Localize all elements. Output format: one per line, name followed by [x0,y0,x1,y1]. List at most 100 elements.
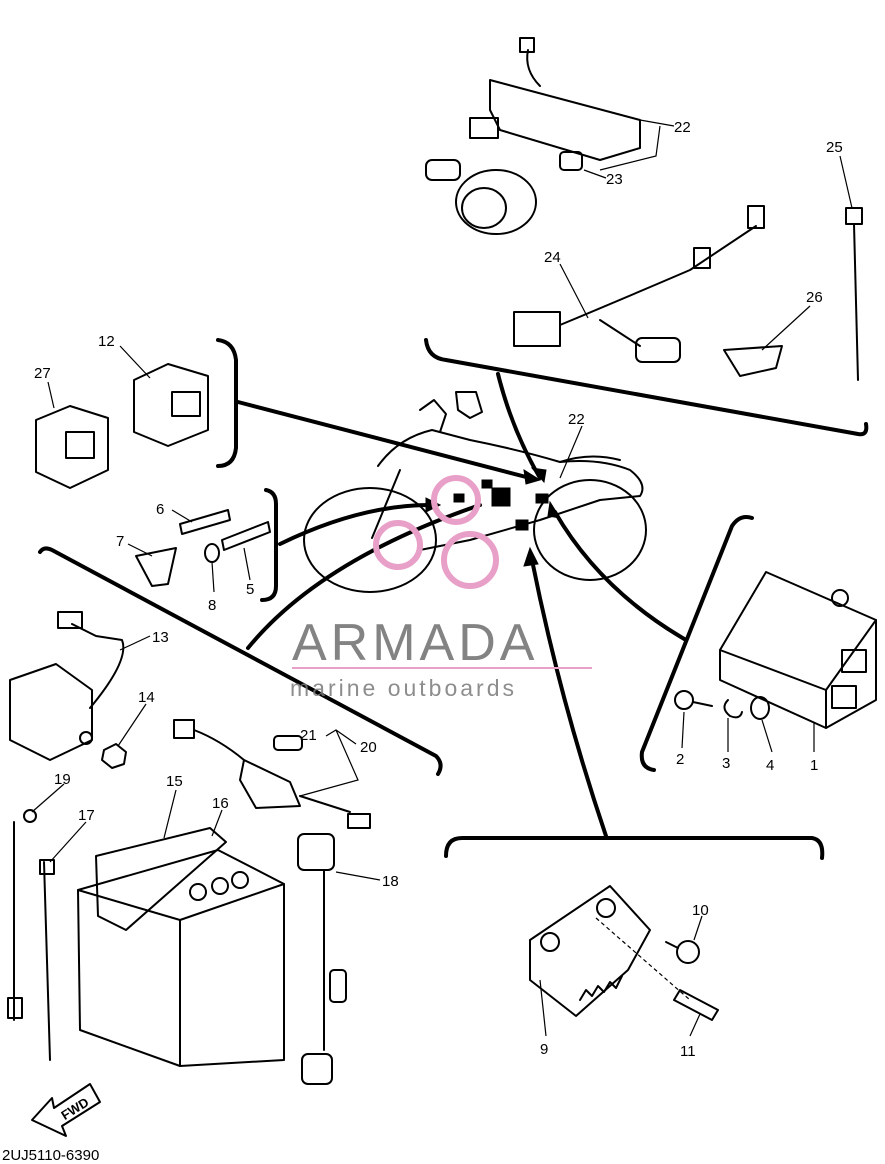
pointer-lines [236,372,688,838]
fuse-holder-18 [297,833,347,1085]
leader-6 [171,509,193,523]
leader-20-21 [299,729,359,797]
starter-relay-lead [71,623,125,709]
callout-13: 13 [152,629,169,646]
callout-12: 12 [98,333,115,350]
battery-cell-1 [189,883,207,901]
leader-9 [539,979,547,1037]
callout-4: 4 [766,757,774,774]
leader-8 [211,561,215,593]
leader-12 [119,345,151,379]
callout-10: 10 [692,902,709,919]
leader-11 [689,1013,701,1037]
motorcycle-outline [303,391,647,593]
rear-wheel [533,479,647,581]
callout-3: 3 [722,755,730,772]
coil-bracket [489,79,641,161]
battery-group-bracket [38,546,443,776]
ignition-coil-assembly [425,37,641,235]
handlebar [419,399,447,433]
battery-band-strap [95,827,227,931]
leader-17 [49,821,87,863]
harness-wire [559,225,757,326]
cable-tie-head [845,207,863,225]
marker-cdi [491,487,511,507]
callout-24: 24 [544,249,561,266]
leader-26 [761,305,811,351]
cdi-connector-b [831,685,857,709]
fuse-holder [239,759,301,809]
marker-harness [535,493,549,504]
relay-27-socket [65,431,95,459]
mirror [455,391,483,419]
screw-2-head [674,690,694,710]
leader-16 [211,809,223,837]
cdi-unit-1 [719,571,877,729]
callout-11: 11 [680,1043,696,1060]
battery-band-16 [95,827,227,931]
leader-2 [681,711,685,749]
fuse-21 [273,735,303,751]
cdi-connector-a [841,649,867,673]
relay-12-socket [171,391,201,417]
part-6-plug [179,509,231,535]
callout-14: 14 [138,689,155,706]
battery-top-edge [77,883,285,921]
rectifier-group-frame [444,836,825,860]
part-5-plug [221,521,271,551]
part-18-end [301,1053,333,1085]
starter-relay-terminal [79,731,93,745]
callout-18: 18 [382,873,399,890]
coil-cap-inner [461,187,507,229]
relay-27 [35,405,109,489]
callout-19: 19 [54,771,71,788]
leader-10 [693,915,703,941]
watermark: ARMADA marine outboards [290,475,592,701]
lead-17 [39,859,55,1061]
fuse-assembly-20-21 [173,719,371,829]
bolt-11 [673,989,719,1021]
washer-3 [723,699,743,719]
leader-22-top [599,119,675,171]
marker-rectifier [515,519,529,531]
harness-branch [599,319,641,347]
clamp-body [723,345,783,377]
coil-connector [469,117,499,139]
starter-relay-body [9,663,93,761]
starter-relay-13 [9,611,125,761]
marker-relay [453,493,465,503]
cable-tie-25 [845,207,863,381]
part-18-box [297,833,335,871]
callout-1: 1 [810,757,818,774]
bolt-10-shank [665,941,679,949]
callout-15: 15 [166,773,183,790]
lead-19-eye [23,809,37,823]
rectifier-hole-1 [540,932,560,952]
watermark-brand: ARMADA [292,614,538,672]
cable-tie-strap [853,223,859,381]
lead-19 [7,809,37,1021]
pointer-top-group [496,372,542,480]
rectifier-hole-2 [596,898,616,918]
callout-22-bike: 22 [568,411,585,428]
harness-end-connector [747,205,765,229]
top-group-bracket [424,338,869,437]
relay-12 [133,363,209,447]
part-18-connector [329,969,347,1003]
seat [559,455,621,463]
plug-parts-5-8 [135,509,271,587]
leader-lines [31,119,853,1037]
rectifier-body [529,885,651,1017]
arrowhead-relay [523,469,542,485]
leader-22-bike [559,425,583,479]
group-frames [38,338,869,860]
clamp-26 [723,345,783,377]
fuse-end-terminal [347,813,371,829]
callout-9: 9 [540,1041,548,1058]
harness-main-connector [513,311,561,347]
wire-harness-24 [513,205,765,363]
starter-relay-connector [57,611,83,629]
leader-15 [163,789,177,839]
callout-17: 17 [78,807,95,824]
